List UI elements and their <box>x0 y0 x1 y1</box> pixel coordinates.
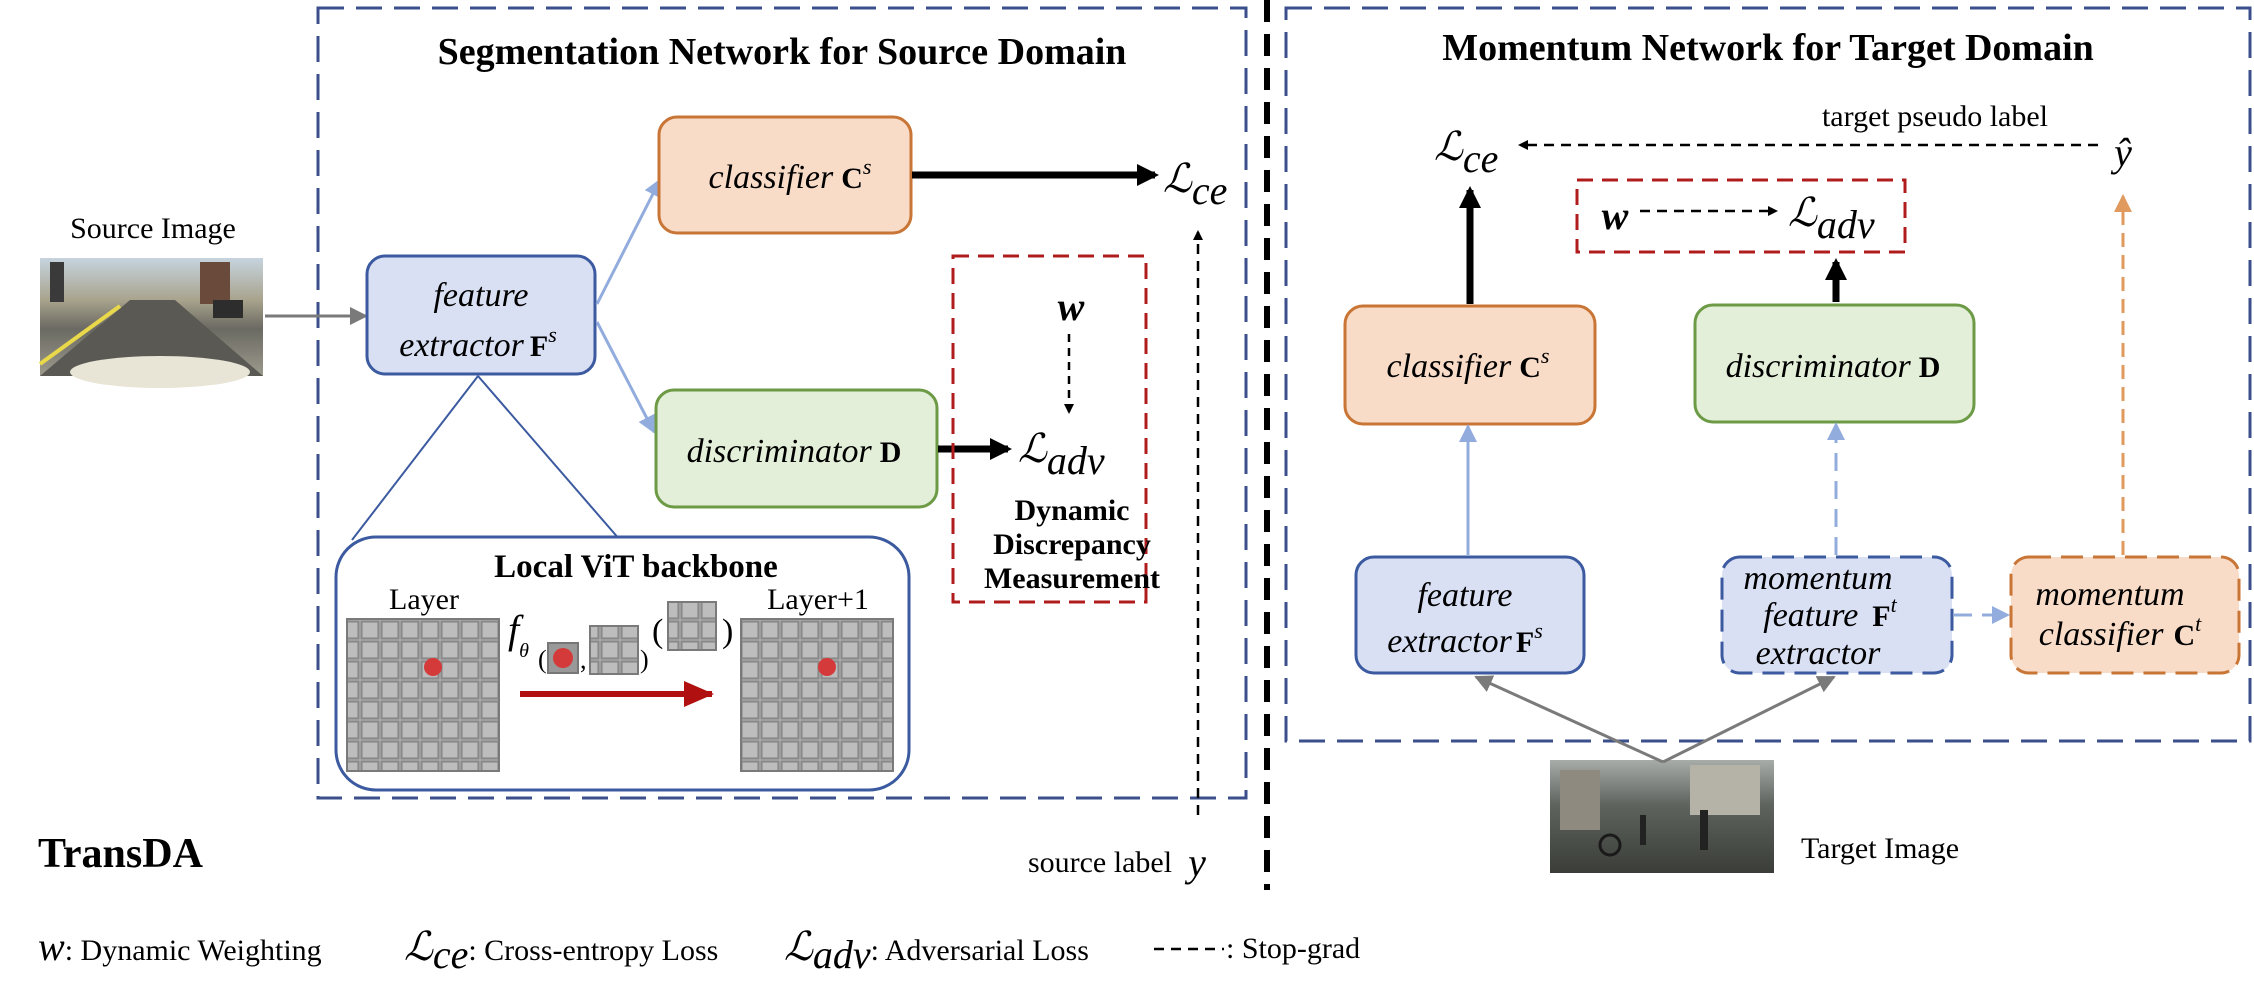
vit-paren-1-close: ) <box>640 645 649 674</box>
vit-layer-next-token <box>818 658 836 676</box>
arrow-extractor-to-classifier <box>595 178 662 305</box>
dynamic-box-line3: Measurement <box>984 562 1160 595</box>
source-label-text: source label <box>1028 846 1172 879</box>
vit-title: Local ViT backbone <box>494 549 778 585</box>
vit-backbone-box: Local ViT backbone Layer Layer+1 fθ ( , … <box>334 535 911 792</box>
dynamic-box-line2: Discrepancy <box>993 528 1151 561</box>
vit-callout-line-right <box>477 375 621 541</box>
arrow-target-to-momentum-extractor <box>1662 675 1836 764</box>
pseudo-label-text: target pseudo label <box>1822 100 2048 133</box>
vit-local-patch <box>589 625 639 675</box>
right-loss-adv: ℒadv <box>1788 190 1875 247</box>
vit-layer-label: Layer <box>389 583 459 616</box>
arrow-extractor-to-discriminator <box>595 321 656 434</box>
legend-stopgrad-text: : Stop-grad <box>1226 932 1360 965</box>
right-weight-frame <box>1575 178 1907 254</box>
vit-global-patch <box>667 601 717 651</box>
legend-ce: ℒce: Cross-entropy Loss <box>404 924 718 977</box>
arrow-target-to-feature-extractor <box>1474 675 1664 764</box>
vit-layer-next-grid <box>740 618 894 772</box>
target-image-label: Target Image <box>1801 832 1959 865</box>
left-feature-extractor-line1: feature <box>433 277 528 314</box>
legend-w: w: Dynamic Weighting <box>38 924 322 969</box>
right-panel-title: Momentum Network for Target Domain <box>1442 27 2094 69</box>
momentum-classifier-line1: momentum <box>2035 576 2184 613</box>
source-label-y: y <box>1184 840 1206 885</box>
right-weight-w: w <box>1602 193 1629 238</box>
momentum-feature-line1: momentum <box>1743 560 1892 597</box>
left-panel-frame <box>316 6 1248 800</box>
y-hat: ŷ <box>2110 130 2132 175</box>
dynamic-box-line1: Dynamic <box>1015 494 1130 527</box>
left-weight-w: w <box>1058 284 1085 329</box>
left-panel-title: Segmentation Network for Source Domain <box>438 31 1127 73</box>
vit-layer-token <box>424 658 442 676</box>
vit-paren-1-open: ( <box>538 645 547 674</box>
brand-transda: TransDA <box>38 831 204 877</box>
right-loss-ce: ℒce <box>1434 124 1498 181</box>
left-loss-ce: ℒce <box>1163 156 1227 213</box>
vit-layer-grid <box>346 618 500 772</box>
dynamic-discrepancy-frame <box>951 254 1148 604</box>
vit-layer-next-label: Layer+1 <box>767 583 869 616</box>
source-image <box>38 258 263 388</box>
source-image-label: Source Image <box>70 212 236 245</box>
target-image <box>1550 760 1774 873</box>
right-panel-frame <box>1284 6 2252 743</box>
legend: w: Dynamic Weighting ℒce: Cross-entropy … <box>38 924 1360 977</box>
vit-callout-line-left <box>351 375 479 541</box>
legend-adv: ℒadv: Adversarial Loss <box>784 924 1089 977</box>
momentum-feature-line3: extractor <box>1756 635 1881 672</box>
right-feature-extractor-line1: feature <box>1417 577 1512 614</box>
vit-paren-2-close: ) <box>722 613 733 650</box>
left-loss-adv: ℒadv <box>1018 426 1105 483</box>
vit-comma: , <box>580 645 587 674</box>
vit-paren-2-open: ( <box>652 613 663 650</box>
vit-query-token-dot <box>553 648 573 668</box>
